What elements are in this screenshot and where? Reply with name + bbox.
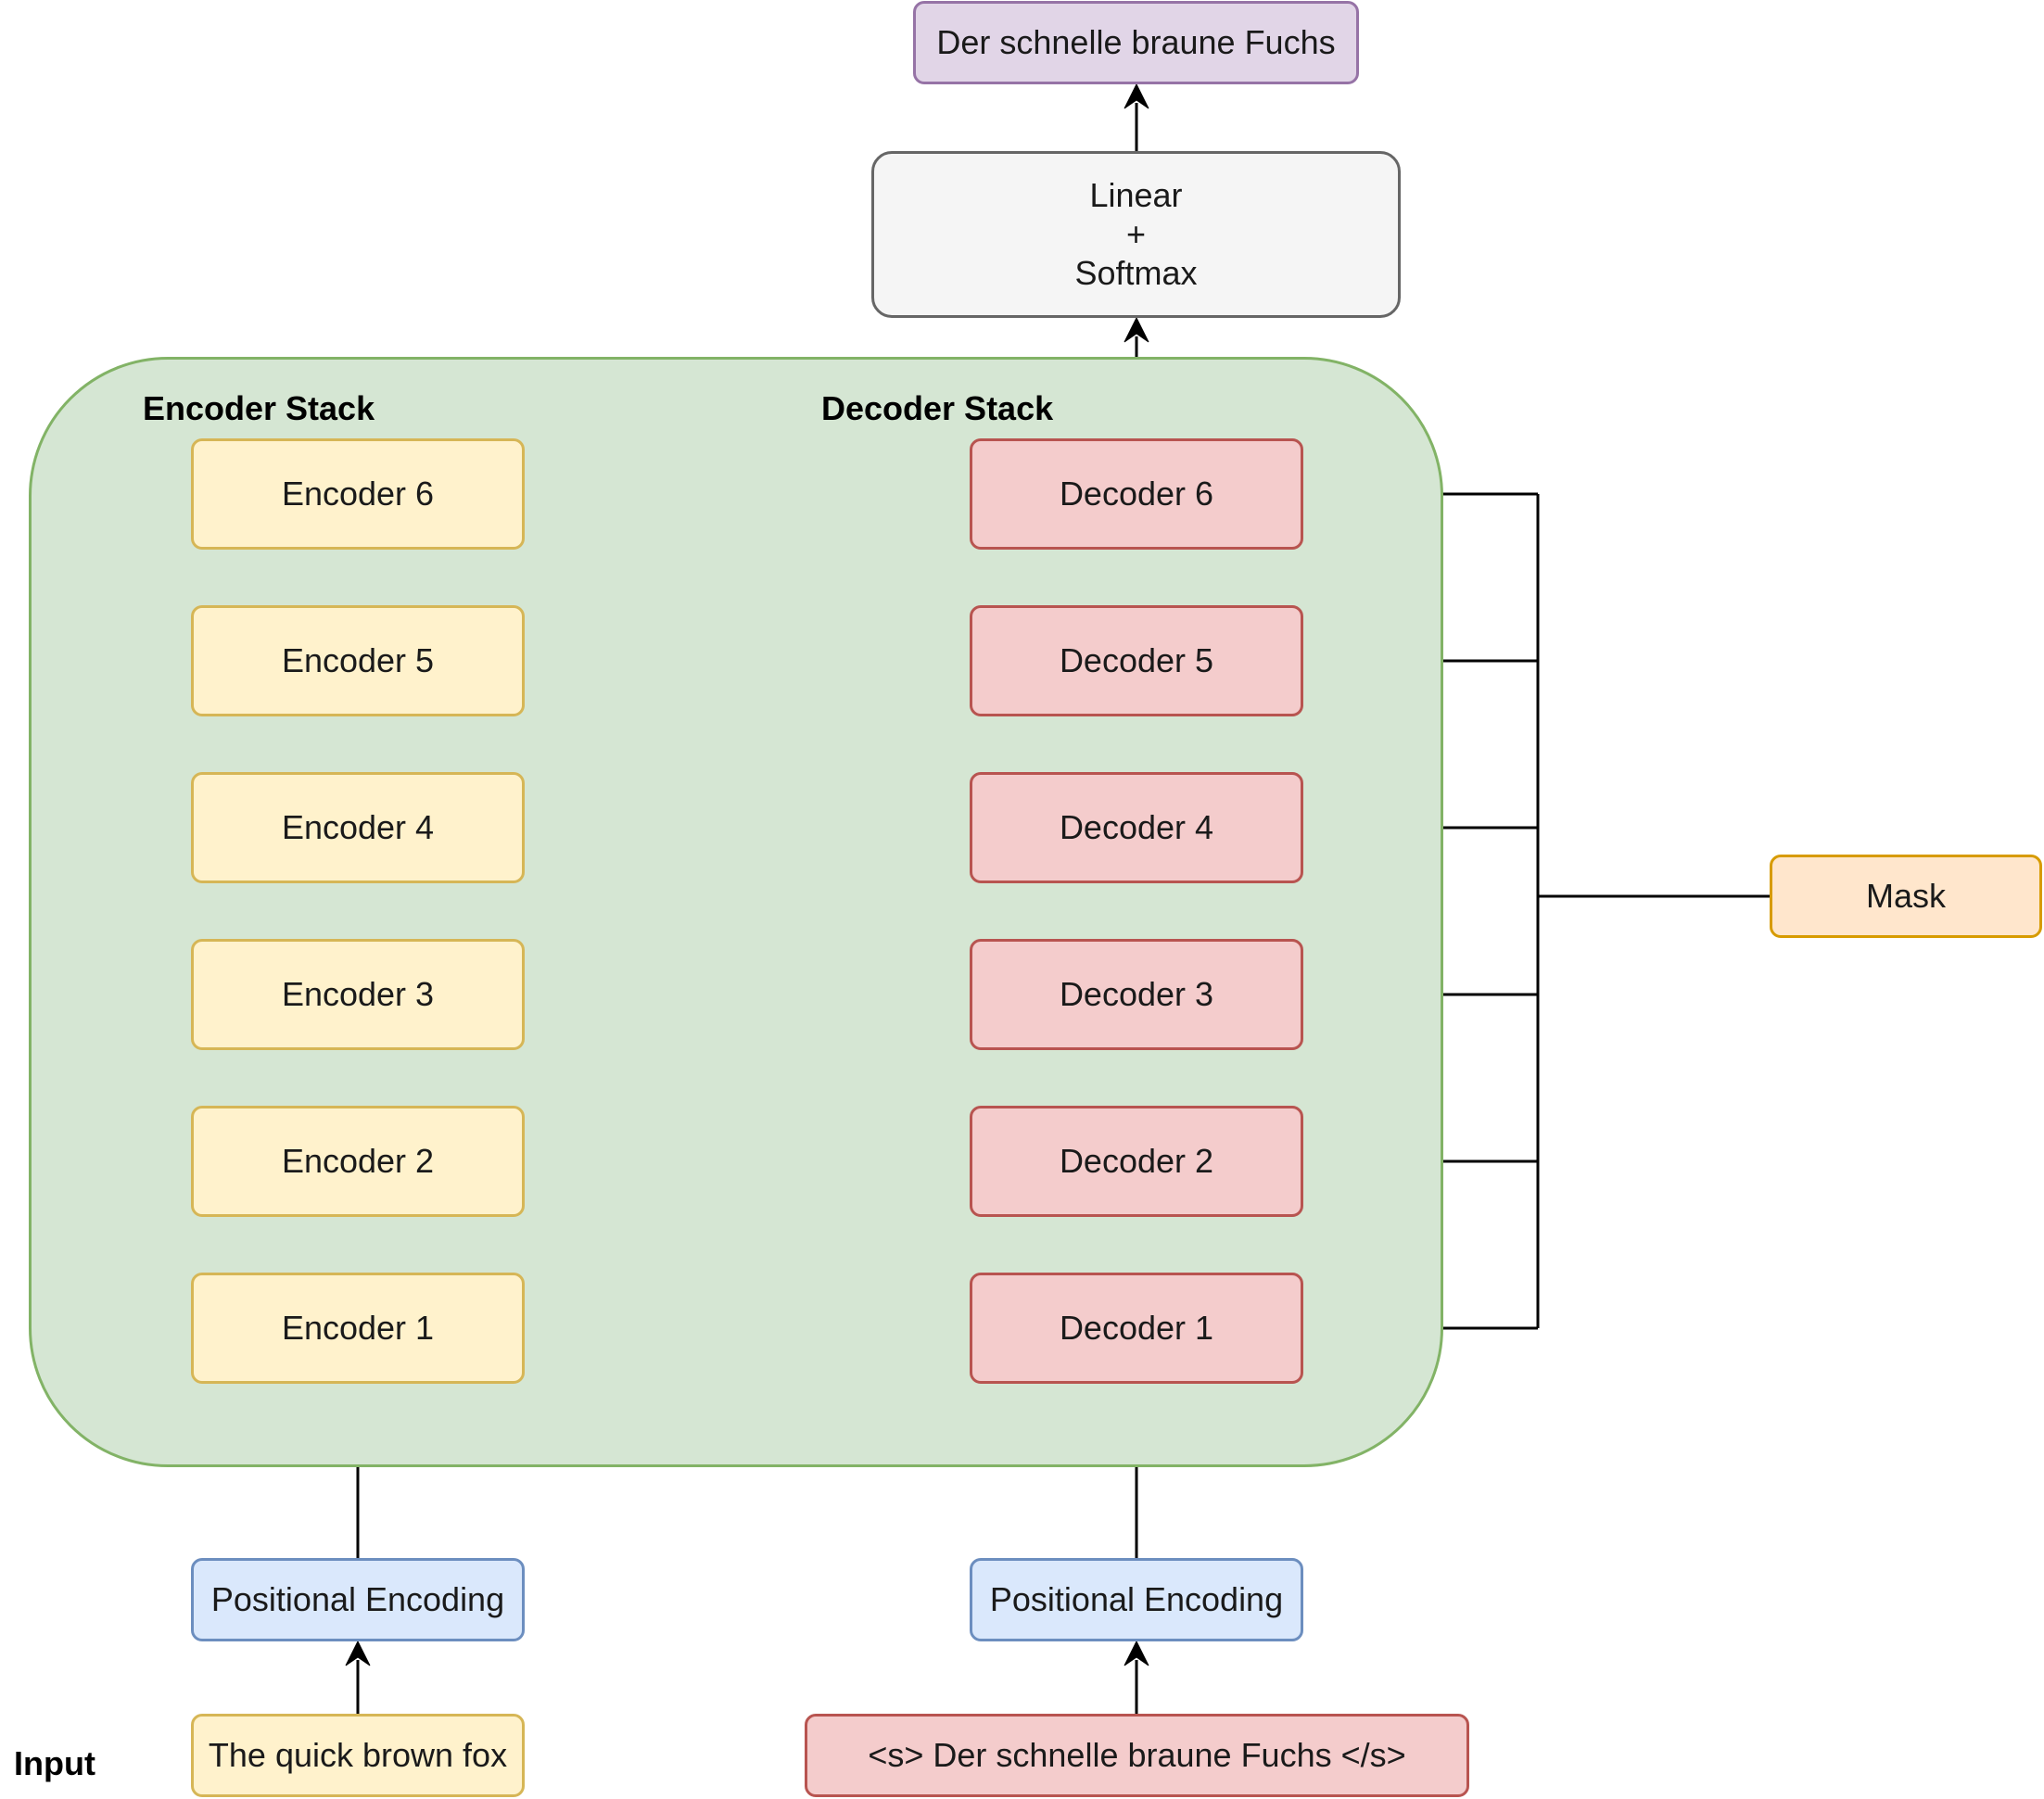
encoder-1: Encoder 1	[191, 1273, 525, 1384]
softmax-label: Softmax	[1074, 254, 1198, 292]
decoder-to-softmax-arrow-head	[1124, 316, 1149, 343]
output-sentence: Der schnelle braune Fuchs	[913, 1, 1359, 84]
encoder-5: Encoder 5	[191, 605, 525, 716]
decoder-2: Decoder 2	[970, 1106, 1303, 1217]
decoder-4: Decoder 4	[970, 772, 1303, 883]
input-label: Input	[14, 1744, 95, 1782]
encoder-stack-label: Encoder Stack	[143, 389, 375, 427]
decoder-6: Decoder 6	[970, 438, 1303, 550]
linear-label: Linear	[1089, 176, 1183, 214]
decoder-stack-label: Decoder Stack	[821, 389, 1054, 427]
encoder-3: Encoder 3	[191, 939, 525, 1050]
source-sentence: The quick brown fox	[191, 1714, 525, 1797]
decoder-3: Decoder 3	[970, 939, 1303, 1050]
encoder-6: Encoder 6	[191, 438, 525, 550]
decoder-positional-encoding: Positional Encoding	[970, 1558, 1303, 1641]
target-to-pe-arrow-head	[1124, 1640, 1149, 1666]
mask-box: Mask	[1770, 855, 2042, 938]
target-sentence: <s> Der schnelle braune Fuchs </s>	[805, 1714, 1469, 1797]
source-to-pe-arrow-head	[345, 1640, 371, 1666]
decoder-1: Decoder 1	[970, 1273, 1303, 1384]
linear-softmax-layer: Linear + Softmax	[871, 151, 1401, 318]
encoder-2: Encoder 2	[191, 1106, 525, 1217]
softmax-to-output-arrow-head	[1124, 82, 1149, 109]
decoder-5: Decoder 5	[970, 605, 1303, 716]
encoder-4: Encoder 4	[191, 772, 525, 883]
plus-label: +	[1125, 215, 1147, 253]
encoder-positional-encoding: Positional Encoding	[191, 1558, 525, 1641]
